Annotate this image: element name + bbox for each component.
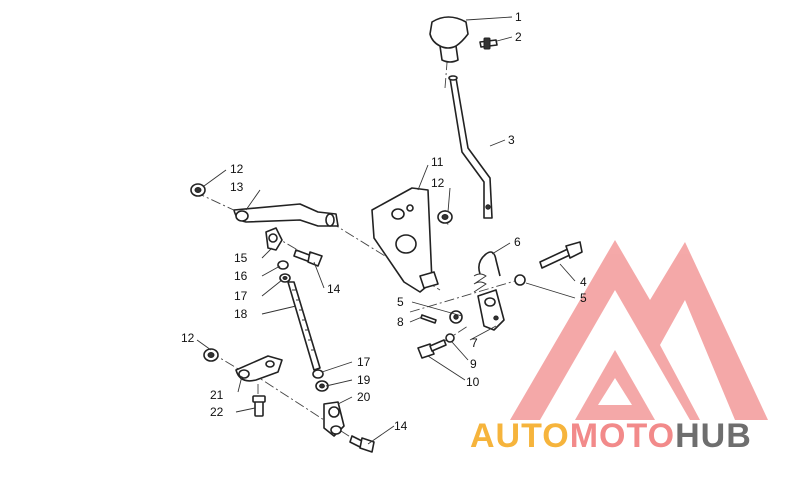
- callout-20: 20: [357, 390, 371, 404]
- callout-12-upper-left: 12: [230, 162, 244, 176]
- set-screw: [479, 37, 498, 50]
- callout-17-upper: 17: [234, 289, 248, 303]
- washer-5-left: [449, 310, 463, 324]
- callout-17-lower: 17: [357, 355, 371, 369]
- watermark-text-moto: MOTO: [569, 417, 676, 455]
- callout-16: 16: [234, 269, 248, 283]
- lock-washer: [445, 333, 455, 343]
- callout-21: 21: [210, 388, 224, 402]
- washer-16: [277, 260, 289, 270]
- nut-lower-left: [203, 348, 219, 362]
- callout-15: 15: [234, 251, 248, 265]
- callout-7: 7: [471, 336, 478, 350]
- lower-arm: [235, 355, 283, 382]
- callout-14-upper: 14: [327, 282, 341, 296]
- shift-knob: [429, 16, 469, 63]
- watermark-logo: [510, 240, 768, 420]
- watermark-text-hub: HUB: [675, 417, 752, 455]
- pivot-bolt: [539, 241, 583, 269]
- threaded-rod: [287, 281, 321, 371]
- callout-3: 3: [508, 133, 515, 147]
- bolt-lower: [349, 435, 375, 453]
- return-spring: [473, 251, 501, 293]
- callout-1: 1: [515, 10, 522, 24]
- callout-13: 13: [230, 180, 244, 194]
- callout-14-lower: 14: [394, 419, 408, 433]
- callout-12-lower-left: 12: [181, 331, 195, 345]
- watermark-text-auto: AUTO: [470, 417, 570, 455]
- nut-17-upper: [279, 273, 291, 283]
- callout-labels: 1 2 3 4 5 5 6 7 8 9 10 11 12 12 12 13 14…: [181, 10, 587, 433]
- mounting-bracket: [371, 187, 439, 293]
- callout-4: 4: [580, 275, 587, 289]
- nut-17-lower: [312, 369, 324, 379]
- callout-11: 11: [431, 155, 444, 169]
- shift-lever: [448, 75, 493, 219]
- ball-joint-upper: [265, 227, 283, 251]
- pivot-block: [477, 289, 505, 331]
- bolt-22: [252, 395, 266, 417]
- callout-5-right: 5: [580, 291, 587, 305]
- callout-2: 2: [515, 30, 522, 44]
- callout-19: 19: [357, 373, 371, 387]
- watermark-text: AUTOMOTOHUB: [470, 417, 752, 456]
- callout-5-left: 5: [397, 295, 404, 309]
- washer-5-right: [514, 274, 526, 286]
- leader-lines: [196, 16, 576, 445]
- callout-9: 9: [470, 357, 477, 371]
- callout-6: 6: [514, 235, 521, 249]
- ball-joint-lower: [323, 401, 345, 437]
- bolt-upper: [293, 249, 323, 267]
- bolt-10: [417, 339, 447, 359]
- callout-10: 10: [466, 375, 480, 389]
- nut-bracket: [437, 210, 453, 224]
- nut-upper-left: [190, 183, 206, 197]
- roll-pin: [420, 314, 437, 324]
- callout-18: 18: [234, 307, 248, 321]
- upper-arm: [233, 203, 339, 227]
- callout-22: 22: [210, 405, 224, 419]
- callout-12-bracket: 12: [431, 176, 445, 190]
- callout-8: 8: [397, 315, 404, 329]
